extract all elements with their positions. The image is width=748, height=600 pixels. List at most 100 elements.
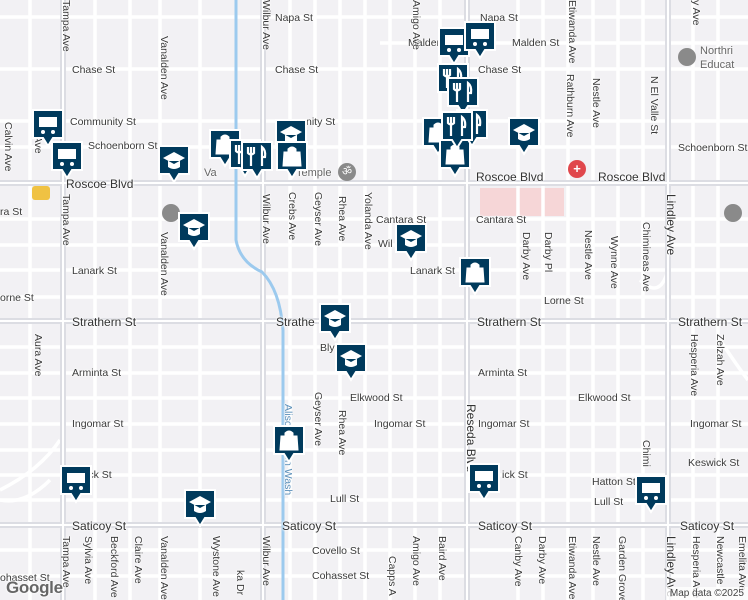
restaurant-marker[interactable] bbox=[240, 140, 274, 180]
street-label-ra-st: ra St bbox=[0, 206, 23, 218]
street-label-claire: Claire Ave bbox=[132, 536, 144, 584]
shopping-bag-icon bbox=[279, 430, 299, 451]
hospital-icon[interactable]: + bbox=[568, 160, 586, 178]
street-label-calvin: Calvin Ave bbox=[2, 122, 14, 172]
shopping-cart-marker[interactable] bbox=[463, 20, 497, 60]
street-label-amigo: Amigo Ave bbox=[410, 536, 422, 587]
street-label-yolanda: Yolanda Ave bbox=[362, 192, 374, 250]
street-label-darby-ave-s: Darby Ave bbox=[536, 536, 548, 585]
google-logo: Google bbox=[6, 578, 63, 597]
street-label-schoenborn: Schoenborn St bbox=[88, 140, 158, 152]
school-poi-icon[interactable] bbox=[678, 48, 696, 66]
street-label-garden-grove: Garden Grove bbox=[616, 536, 628, 600]
school-marker[interactable] bbox=[157, 144, 191, 184]
shopping-cart-marker[interactable] bbox=[31, 108, 65, 148]
shopping-cart-marker[interactable] bbox=[634, 474, 668, 514]
shopping-bag-marker[interactable] bbox=[438, 138, 472, 178]
street-label-cantara-e: Cantara St bbox=[476, 214, 527, 226]
street-label-wystone: Wystone Ave bbox=[210, 536, 222, 597]
street-label-ingomar: Ingomar St bbox=[374, 418, 426, 430]
street-label-covello: Covello St bbox=[312, 545, 360, 557]
street-label-crebs: Crebs Ave bbox=[286, 192, 298, 241]
school-icon bbox=[189, 496, 211, 513]
street-label-hatton: Hatton St bbox=[592, 476, 636, 488]
street-label-saticoy-m: Saticoy St bbox=[282, 519, 337, 533]
school-marker[interactable] bbox=[183, 488, 217, 528]
street-label-wilbur-n: Wilbur Ave bbox=[260, 0, 272, 50]
street-label-napa: Napa St bbox=[275, 12, 313, 24]
street-label-lull-e: Lull St bbox=[594, 496, 624, 508]
shopping-cart-marker[interactable] bbox=[467, 462, 501, 502]
street-label-lindley: Lindley Ave bbox=[664, 194, 678, 256]
street-label-arminta: Arminta St bbox=[72, 367, 122, 379]
street-label-saticoy-ee: Saticoy St bbox=[680, 519, 735, 533]
street-label-geyser-s: Geyser Ave bbox=[312, 392, 324, 447]
school-marker[interactable] bbox=[318, 302, 352, 342]
street-label-cohasset: Cohasset St bbox=[312, 570, 370, 582]
street-label-capps: Capps A bbox=[386, 556, 398, 596]
shopping-poi-icon[interactable] bbox=[32, 186, 50, 200]
street-label-tampa: Tampa Ave bbox=[60, 194, 72, 246]
street-label-lanark-e: Lanark St bbox=[410, 265, 455, 277]
school-icon bbox=[400, 230, 422, 247]
street-label-saticoy: Saticoy St bbox=[72, 519, 127, 533]
school-marker[interactable] bbox=[177, 211, 211, 251]
street-label-rathburn: Rathburn Ave bbox=[564, 74, 576, 138]
shopping-cart-icon bbox=[642, 483, 660, 500]
street-label-community: Community St bbox=[70, 116, 136, 128]
street-label-etiwanda: Etiwanda Ave bbox=[566, 0, 578, 64]
shopping-cart-icon bbox=[445, 35, 463, 52]
shopping-cart-icon bbox=[67, 473, 85, 490]
school-marker[interactable] bbox=[507, 116, 541, 156]
street-label-roscoe-m: Roscoe Blvd bbox=[476, 170, 544, 184]
map-attribution[interactable]: Map data ©2025 bbox=[665, 587, 748, 600]
shopping-bag-marker[interactable] bbox=[458, 256, 492, 296]
street-label-community-e: nity St bbox=[306, 116, 336, 128]
temple-icon[interactable]: ॐ bbox=[338, 163, 356, 181]
shopping-cart-marker[interactable] bbox=[50, 140, 84, 180]
street-label-cohasset-w: ohasset St bbox=[0, 572, 50, 584]
street-label-lorne-w: orne St bbox=[0, 292, 34, 304]
street-label-chimineas: Chimineas Ave bbox=[640, 222, 652, 292]
restaurant-icon bbox=[246, 144, 267, 166]
street-label-kay-frag: y Ave bbox=[690, 0, 702, 26]
school-icon bbox=[163, 152, 185, 169]
street-label-ka-dr: ka Dr bbox=[234, 570, 246, 596]
poi-label-education: Educat bbox=[700, 59, 735, 71]
street-label-chimi: Chimi bbox=[640, 440, 652, 467]
street-label-saticoy-e: Saticoy St bbox=[478, 519, 533, 533]
street-label-sylvia: Sylvia Ave bbox=[82, 536, 94, 585]
street-label-rhea: Rhea Ave bbox=[336, 196, 348, 242]
street-label-tampa-n: Tampa Ave bbox=[60, 0, 72, 52]
street-label-lorne: Lorne St bbox=[544, 295, 584, 307]
street-label-nestle-m: Nestle Ave bbox=[582, 230, 594, 281]
restaurant-icon bbox=[452, 80, 473, 102]
street-label-emelita-frag: Emelita Ave bbox=[736, 536, 748, 592]
street-label-wil-frag: Wil bbox=[378, 238, 393, 250]
school-marker[interactable] bbox=[334, 342, 368, 382]
school-icon bbox=[513, 124, 535, 141]
restaurant-marker[interactable] bbox=[440, 110, 474, 150]
street-label-beckford: Beckford Ave bbox=[108, 536, 120, 598]
street-label-roscoe: Roscoe Blvd bbox=[66, 177, 134, 191]
street-label-keswick-m: ick St bbox=[502, 469, 528, 481]
shopping-cart-icon bbox=[58, 149, 76, 166]
street-label-chase: Chase St bbox=[72, 64, 116, 76]
school-poi-icon[interactable] bbox=[724, 204, 742, 222]
street-label-amigo-n: Amigo Ave bbox=[410, 0, 422, 51]
shopping-bag-marker[interactable] bbox=[275, 140, 309, 180]
street-label-strathern-m: Strathe bbox=[276, 315, 315, 329]
street-label-roscoe-e: Roscoe Blvd bbox=[598, 170, 666, 184]
street-label-malden: Malden St bbox=[512, 37, 560, 49]
shopping-bag-marker[interactable] bbox=[272, 424, 306, 464]
shopping-cart-marker[interactable] bbox=[59, 464, 93, 504]
street-label-wilbur: Wilbur Ave bbox=[260, 194, 272, 244]
school-icon bbox=[324, 310, 346, 327]
restaurant-icon bbox=[446, 114, 467, 136]
school-poi-icon[interactable] bbox=[162, 204, 180, 222]
street-label-darby-ave: Darby Ave bbox=[520, 232, 532, 281]
restaurant-marker[interactable] bbox=[446, 76, 480, 116]
school-marker[interactable] bbox=[394, 222, 428, 262]
school-icon bbox=[280, 126, 302, 143]
